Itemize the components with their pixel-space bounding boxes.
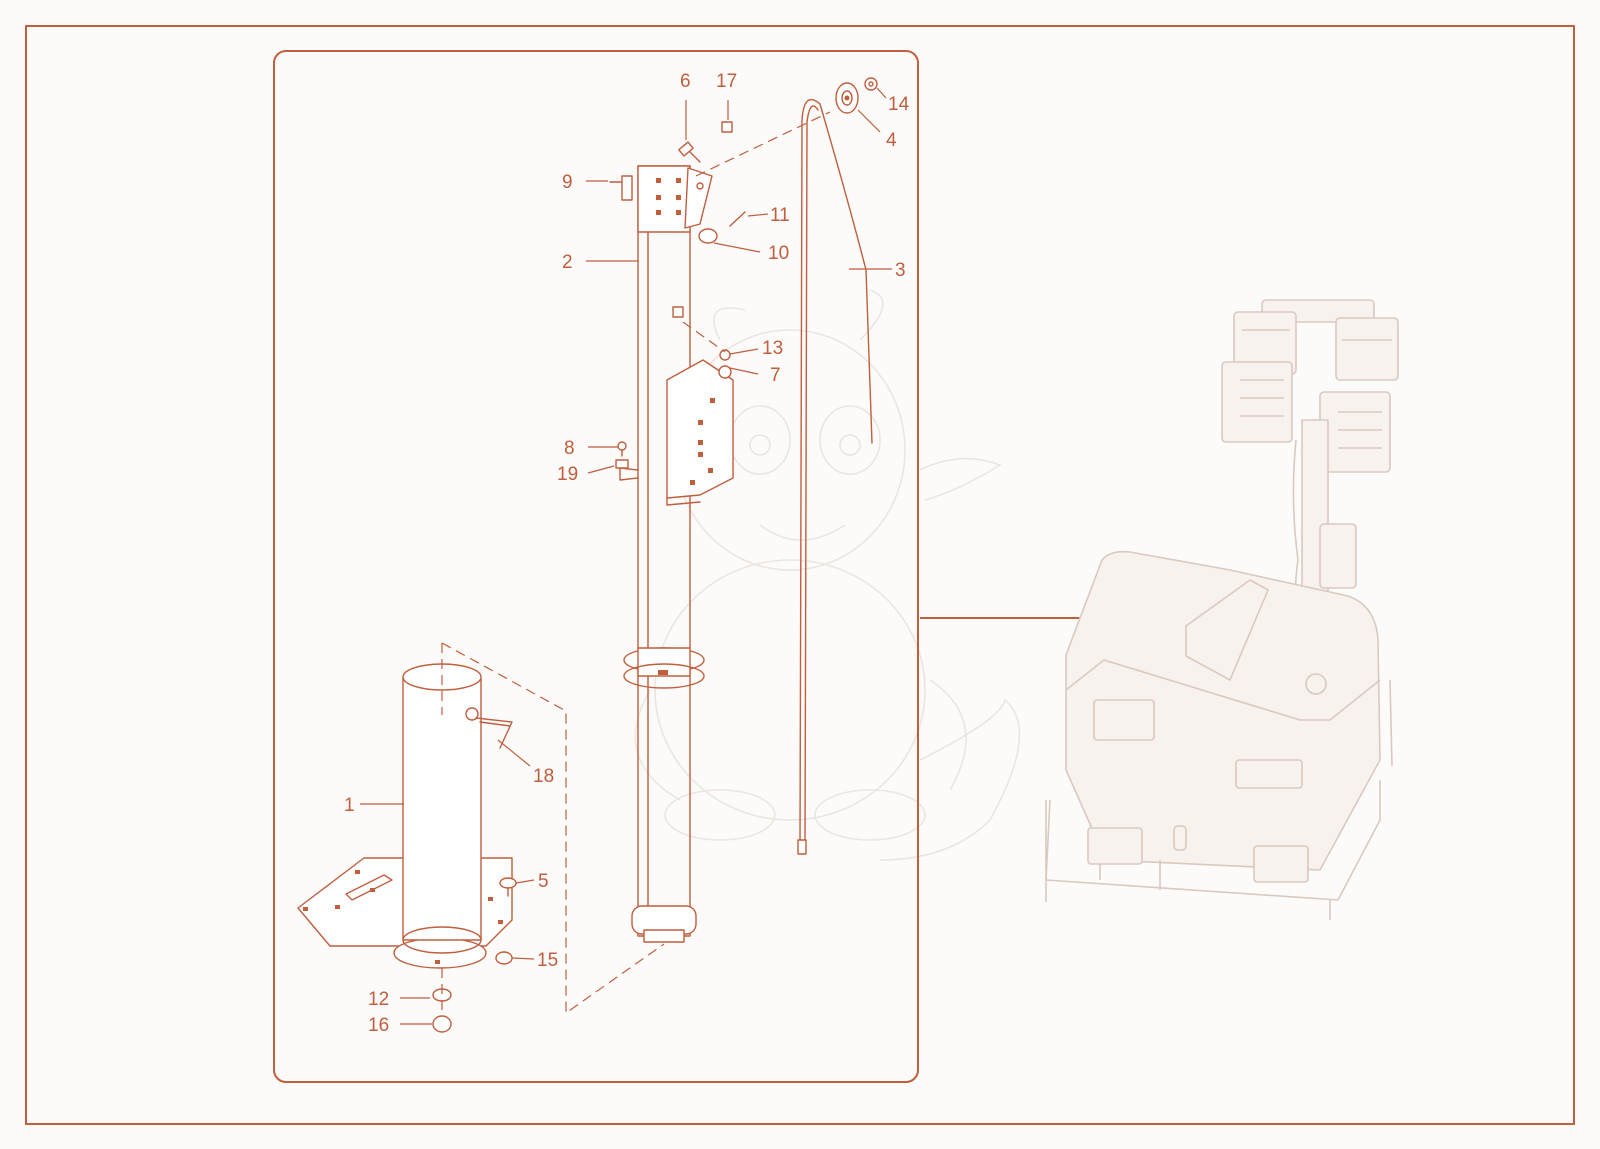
callout-3: 3 [895,260,906,281]
outer-border [25,25,1575,1125]
callout-6: 6 [680,71,691,92]
callout-10: 10 [768,243,789,264]
callout-leaders [360,87,892,1025]
fastener-parts [432,877,517,1033]
callout-7: 7 [770,365,781,386]
pulley-part [835,77,878,114]
callout-5: 5 [538,871,549,892]
base-sleeve-part [297,663,513,969]
callout-2: 2 [562,252,573,273]
callout-19: 19 [557,464,578,485]
callout-12: 12 [368,989,389,1010]
light-tower-machine-illustration [1045,299,1399,920]
callout-4: 4 [886,130,897,151]
cable-part [797,98,873,855]
callout-1: 1 [344,795,355,816]
callout-11: 11 [770,205,790,226]
callout-18: 18 [533,766,554,787]
exploded-view-panel [273,50,919,1083]
callout-9: 9 [562,172,573,193]
callout-8: 8 [564,438,575,459]
callout-15: 15 [537,950,558,971]
callout-13: 13 [762,338,783,359]
callout-17: 17 [716,71,737,92]
hardware-parts [609,121,746,469]
callout-14: 14 [888,94,910,115]
mast-tube-part [619,165,734,943]
assembly-lines [441,111,831,1016]
callout-16: 16 [368,1015,389,1036]
